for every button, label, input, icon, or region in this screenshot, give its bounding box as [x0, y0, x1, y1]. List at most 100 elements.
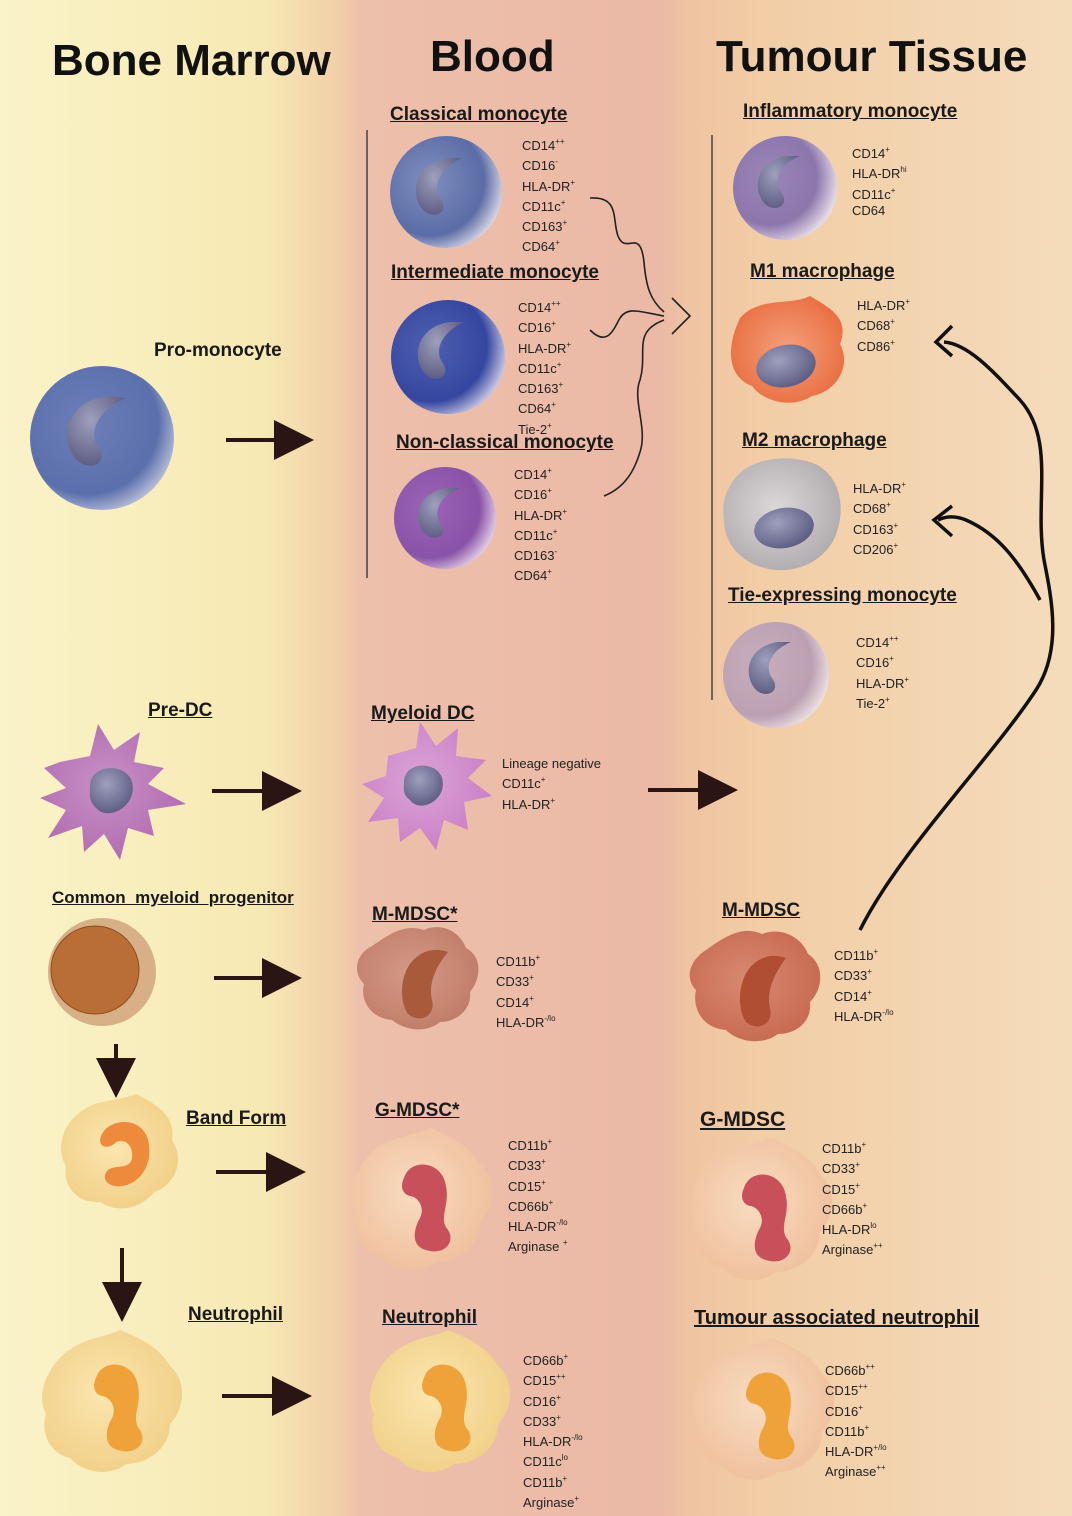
marker-expression: +	[548, 1197, 554, 1207]
markers-classical-monocyte: CD14++CD16-HLA-DR+CD11c+CD163+CD64+	[522, 134, 575, 256]
marker-line: CD163-	[514, 544, 567, 564]
marker-expression: +	[893, 540, 899, 550]
marker-name: CD66b	[523, 1353, 564, 1368]
marker-line: HLA-DR+	[857, 294, 910, 314]
marker-name: CD15	[508, 1178, 542, 1194]
marker-line: CD15+	[822, 1178, 883, 1198]
marker-expression: +	[867, 967, 872, 977]
marker-line: CD163+	[522, 215, 575, 235]
marker-name: CD14	[522, 138, 556, 153]
label-cmp: Common myeloid progenitor	[52, 888, 294, 907]
label-neutrophil-blood: Neutrophil	[382, 1307, 477, 1328]
marker-name: CD14	[496, 994, 530, 1010]
marker-name: CD163	[518, 381, 559, 397]
markers-tie-monocyte: CD14++CD16+HLA-DR+Tie-2+	[856, 631, 909, 712]
marker-expression: +	[901, 480, 907, 489]
marker-line: CD64+	[518, 397, 571, 417]
marker-name: CD68	[853, 501, 887, 517]
marker-name: CD11b	[825, 1423, 865, 1439]
marker-line: HLA-DR-/lo	[496, 1011, 556, 1031]
marker-line: Arginase+	[523, 1491, 583, 1511]
marker-name: CD16	[523, 1393, 557, 1409]
marker-name: CD11b	[523, 1474, 563, 1490]
marker-name: CD66b	[825, 1363, 866, 1378]
marker-line: Tie-2+	[856, 692, 909, 712]
marker-expression: -/lo	[571, 1433, 583, 1443]
marker-name: CD64	[522, 239, 556, 255]
nonclassical-monocyte-cell	[394, 467, 496, 569]
label-m-mdsc-tumour: M-MDSC	[722, 900, 801, 921]
marker-expression: +	[535, 953, 541, 962]
marker-line: CD66b++	[825, 1359, 887, 1379]
neutrophil-blood-cell	[370, 1330, 511, 1472]
marker-expression: +	[862, 1200, 868, 1210]
marker-name: CD33	[822, 1161, 856, 1177]
marker-line: CD33+	[523, 1410, 583, 1430]
label-g-mdsc-tumour: G-MDSC	[700, 1108, 786, 1131]
marker-expression: +	[563, 1352, 569, 1361]
marker-expression: lo	[561, 1453, 569, 1463]
marker-line: CD14++	[518, 296, 571, 316]
marker-expression: +	[529, 993, 534, 1003]
marker-name: CD14	[834, 988, 868, 1004]
marker-expression: -	[555, 157, 558, 167]
marker-expression: +	[552, 526, 558, 536]
marker-expression: +	[558, 380, 564, 390]
marker-expression: +	[541, 1157, 546, 1167]
zone-title-blood: Blood	[430, 32, 555, 81]
marker-expression: ++	[555, 137, 565, 146]
marker-name: HLA-DR	[834, 1008, 883, 1024]
marker-name: CD11b	[508, 1138, 548, 1153]
marker-line: CD11c+	[522, 195, 575, 215]
marker-expression: +	[885, 145, 890, 154]
marker-line: CD163+	[518, 377, 571, 397]
markers-m2-macrophage: HLA-DR+CD68+CD163+CD206+	[853, 477, 906, 558]
marker-expression: +	[547, 567, 552, 577]
marker-expression: +	[547, 420, 552, 430]
label-tie-monocyte: Tie-expressing monocyte	[728, 585, 957, 606]
marker-name: HLA-DR	[822, 1222, 871, 1238]
marker-expression: +	[905, 297, 911, 306]
label-m1-macrophage: M1 macrophage	[750, 261, 895, 282]
zone-title-tumour: Tumour Tissue	[716, 32, 1028, 81]
marker-line: CD66b+	[508, 1195, 568, 1215]
marker-line: CD14+	[834, 985, 894, 1005]
marker-line: CD11b+	[523, 1471, 583, 1491]
marker-expression: +/lo	[873, 1443, 887, 1453]
marker-name: CD163	[522, 219, 563, 235]
marker-expression: ++	[556, 1372, 566, 1382]
marker-expression: ++	[873, 1241, 883, 1251]
marker-name: CD68	[857, 318, 891, 334]
marker-expression: +	[864, 1422, 870, 1432]
marker-name: CD14	[852, 146, 886, 161]
marker-line: CD11c+	[514, 524, 567, 544]
marker-name: CD64	[518, 401, 552, 417]
m1-macrophage-cell	[730, 296, 845, 403]
marker-line: Arginase++	[822, 1238, 883, 1258]
marker-name: HLA-DR	[857, 298, 906, 313]
markers-intermediate-monocyte: CD14++CD16+HLA-DR+CD11c+CD163+CD64+Tie-2…	[518, 296, 571, 438]
marker-line: HLA-DR+	[522, 175, 575, 195]
marker-expression: +	[574, 1494, 579, 1504]
marker-name: Tie-2	[518, 421, 548, 437]
cmp-cell	[48, 918, 156, 1026]
marker-line: CD206+	[853, 538, 906, 558]
marker-name: CD66b	[508, 1198, 549, 1214]
marker-line: HLA-DR+	[853, 477, 906, 497]
marker-name: HLA-DR	[514, 507, 563, 523]
marker-name: CD163	[514, 548, 555, 564]
marker-line: CD86+	[857, 335, 910, 355]
marker-expression: +	[547, 486, 552, 496]
marker-name: Tie-2	[856, 695, 886, 711]
marker-expression: ++	[858, 1382, 868, 1392]
label-tan: Tumour associated neutrophil	[694, 1307, 980, 1329]
marker-name: HLA-DR	[853, 481, 902, 496]
marker-name: CD64	[852, 202, 886, 218]
marker-expression: +	[904, 674, 910, 684]
marker-line: HLA-DRhi	[852, 162, 907, 182]
markers-m-mdsc-tumour: CD11b+CD33+CD14+HLA-DR-/lo	[834, 944, 894, 1025]
marker-expression: +	[885, 694, 890, 704]
marker-line: CD15+	[508, 1175, 568, 1195]
